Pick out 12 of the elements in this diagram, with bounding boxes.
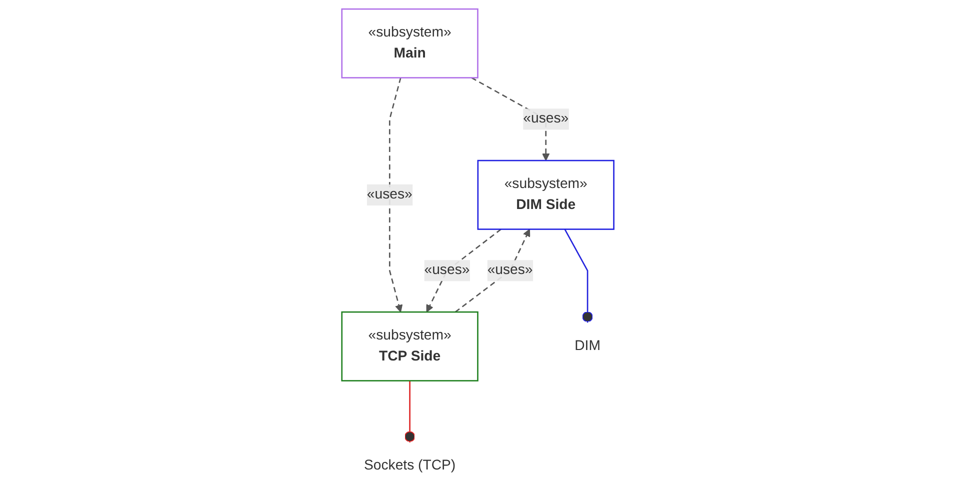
connector bbox=[404, 380, 415, 442]
connector bbox=[564, 228, 593, 323]
arrow bbox=[388, 78, 402, 312]
node-box: «subsystem» DIM Side bbox=[477, 160, 614, 230]
node-text: DIM bbox=[574, 338, 600, 354]
node-box: «subsystem» Main bbox=[340, 8, 478, 78]
node-box: «subsystem» TCP Side bbox=[340, 311, 478, 382]
edge-label: «uses» bbox=[424, 262, 470, 278]
edge-label: «uses» bbox=[366, 186, 412, 202]
edge-label: «uses» bbox=[487, 262, 533, 278]
edge-label: «uses» bbox=[522, 111, 568, 126]
node-text: Sockets (TCP) bbox=[364, 458, 456, 474]
